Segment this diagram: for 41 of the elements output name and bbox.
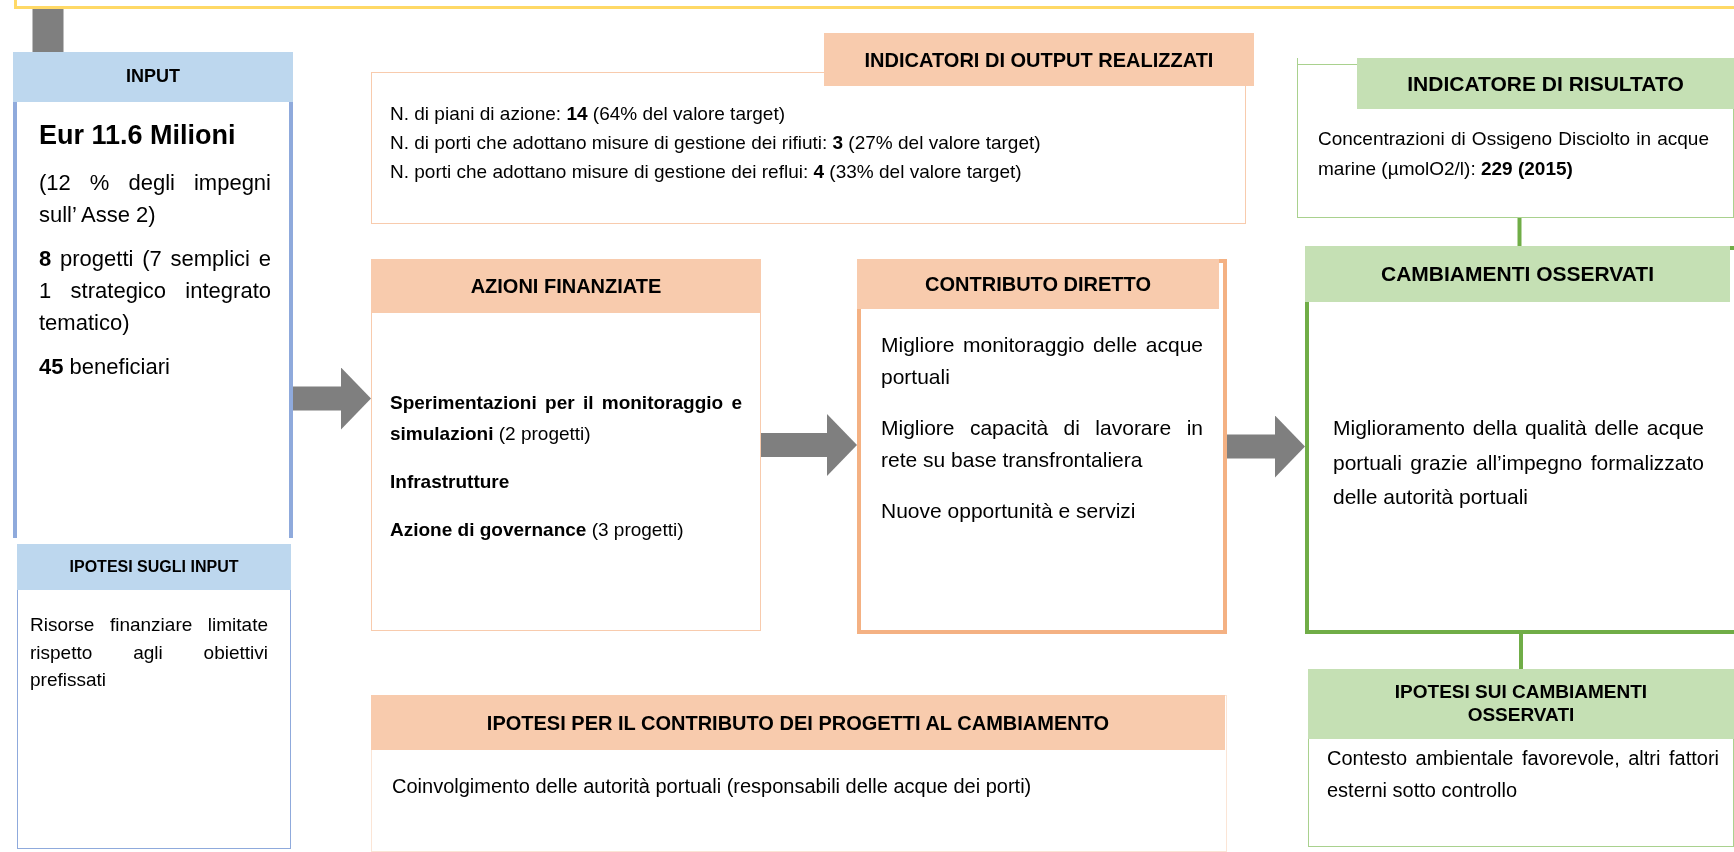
card-text: Migliore capacità di lavorare in rete su base transfrontaliera [881,415,1203,473]
info-card [1308,669,1734,847]
block-arrow [293,367,371,430]
info-card [371,695,1227,852]
info-card [1305,246,1734,634]
card-header: INDICATORE DI RISULTATO [1357,58,1734,109]
card-text: Infrastrutture [390,470,511,494]
card-text: Eur 11.6 Milioni [39,119,237,152]
card-text: Azione di governance (3 progetti) [390,518,685,543]
card-header: IPOTESI SUGLI INPUT [17,544,291,590]
card-text: 45 beneficiari [39,352,171,381]
card-header: INDICATORI DI OUTPUT REALIZZATI [824,33,1254,86]
card-header: CAMBIAMENTI OSSERVATI [1305,246,1730,302]
card-text: Sperimentazioni per il monitoraggio e simulazioni (2 progetti) [390,391,742,446]
card-header: INPUT [13,52,293,102]
card-header: IPOTESI SUI CAMBIAMENTI OSSERVATI [1308,669,1734,739]
connector-line [1517,218,1522,246]
card-header: AZIONI FINANZIATE [371,259,761,313]
card-text: N. porti che adottano misure di gestione dei reflui: 4 (33% del valore target) [390,159,1023,184]
info-card [857,259,1227,634]
card-text: (12 % degli impegni sull’ Asse 2) [39,169,271,230]
card-text: Miglioramento della qualità delle acque portuali grazie all’impegno formalizzato delle autorità portuali [1333,415,1704,511]
card-header: CONTRIBUTO DIRETTO [857,259,1219,309]
card-text: 8 progetti (7 semplici e 1 strategico integrato tematico) [39,244,271,337]
connector-line [1519,634,1523,669]
card-text: Risorse finanziare limitate rispetto agli obiettivi prefissati [30,613,268,693]
info-card [17,544,291,849]
block-arrow [1227,415,1305,478]
card-header: IPOTESI PER IL CONTRIBUTO DEI PROGETTI AL CAMBIAMENTO [371,695,1225,750]
info-card [1297,58,1734,218]
card-text: Contesto ambientale favorevole, altri fattori esterni sotto controllo [1327,746,1719,803]
card-text: Coinvolgimento delle autorità portuali (responsabili delle acque dei porti) [392,774,1033,799]
card-text: N. di piani di azione: 14 (64% del valore target) [390,102,787,126]
block-arrow [761,414,857,476]
info-card [13,52,293,538]
card-text: Migliore monitoraggio delle acque portuali [881,332,1203,390]
card-text: Concentrazioni di Ossigeno Disciolto in acque marine (µmolO2/l): 229 (2015) [1318,127,1709,182]
card-text: N. di porti che adottano misure di gestione dei rifiuti: 3 (27% del valore target) [390,130,1042,155]
info-card [371,259,761,631]
card-text: Nuove opportunità e servizi [881,498,1137,524]
connector-bar [32,9,64,52]
